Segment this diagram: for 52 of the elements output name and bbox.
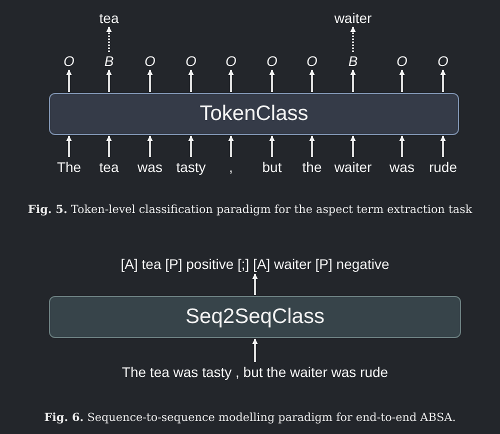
tag-label: O [62, 53, 76, 69]
token-word: rude [424, 158, 462, 176]
text-sequence: [A] tea [P] positive [;] [A] waiter [P] negative [95, 255, 415, 273]
token-word: , [224, 158, 238, 176]
arrow [399, 69, 405, 92]
token-word: was [383, 158, 421, 176]
model-box: TokenClass [49, 93, 459, 135]
tag-label: O [265, 53, 279, 69]
arrow [188, 69, 194, 92]
arrow [228, 135, 234, 157]
arrow [228, 69, 234, 92]
token-word: tea [90, 158, 128, 176]
arrow [106, 26, 112, 52]
tag-label: O [436, 53, 450, 69]
tag-label: O [143, 53, 157, 69]
arrow [440, 69, 446, 92]
arrow [309, 135, 315, 157]
arrow [350, 135, 356, 157]
model-box: Seq2SeqClass [49, 296, 461, 338]
aspect-term: tea [94, 10, 124, 26]
token-word: but [253, 158, 291, 176]
token-word: was [131, 158, 169, 176]
arrow [440, 135, 446, 157]
arrow [269, 69, 275, 92]
arrow [350, 26, 356, 52]
tag-label: O [184, 53, 198, 69]
token-word: waiter [334, 158, 372, 176]
arrow [188, 135, 194, 157]
arrow [309, 69, 315, 92]
arrow [147, 135, 153, 157]
tag-label: O [305, 53, 319, 69]
arrow [147, 69, 153, 92]
arrow [106, 135, 112, 157]
token-word: The [50, 158, 88, 176]
arrow [269, 135, 275, 157]
arrow [350, 69, 356, 92]
arrow [106, 69, 112, 92]
aspect-term: waiter [331, 10, 375, 26]
arrow [66, 69, 72, 92]
tag-label: O [395, 53, 409, 69]
tag-label: B [346, 53, 360, 69]
token-word: the [293, 158, 331, 176]
arrow [66, 135, 72, 157]
figure-caption: Fig. 5. Token-level classification paradigm for the aspect term extraction task [26, 202, 474, 216]
figure-caption: Fig. 6. Sequence-to-sequence modelling paradigm for end-to-end ABSA. [43, 410, 457, 424]
tag-label: O [224, 53, 238, 69]
arrow [399, 135, 405, 157]
tag-label: B [102, 53, 116, 69]
arrow [252, 338, 258, 362]
arrow [252, 273, 258, 295]
token-word: tasty [172, 158, 210, 176]
text-sequence: The tea was tasty , but the waiter was rude [95, 363, 415, 381]
